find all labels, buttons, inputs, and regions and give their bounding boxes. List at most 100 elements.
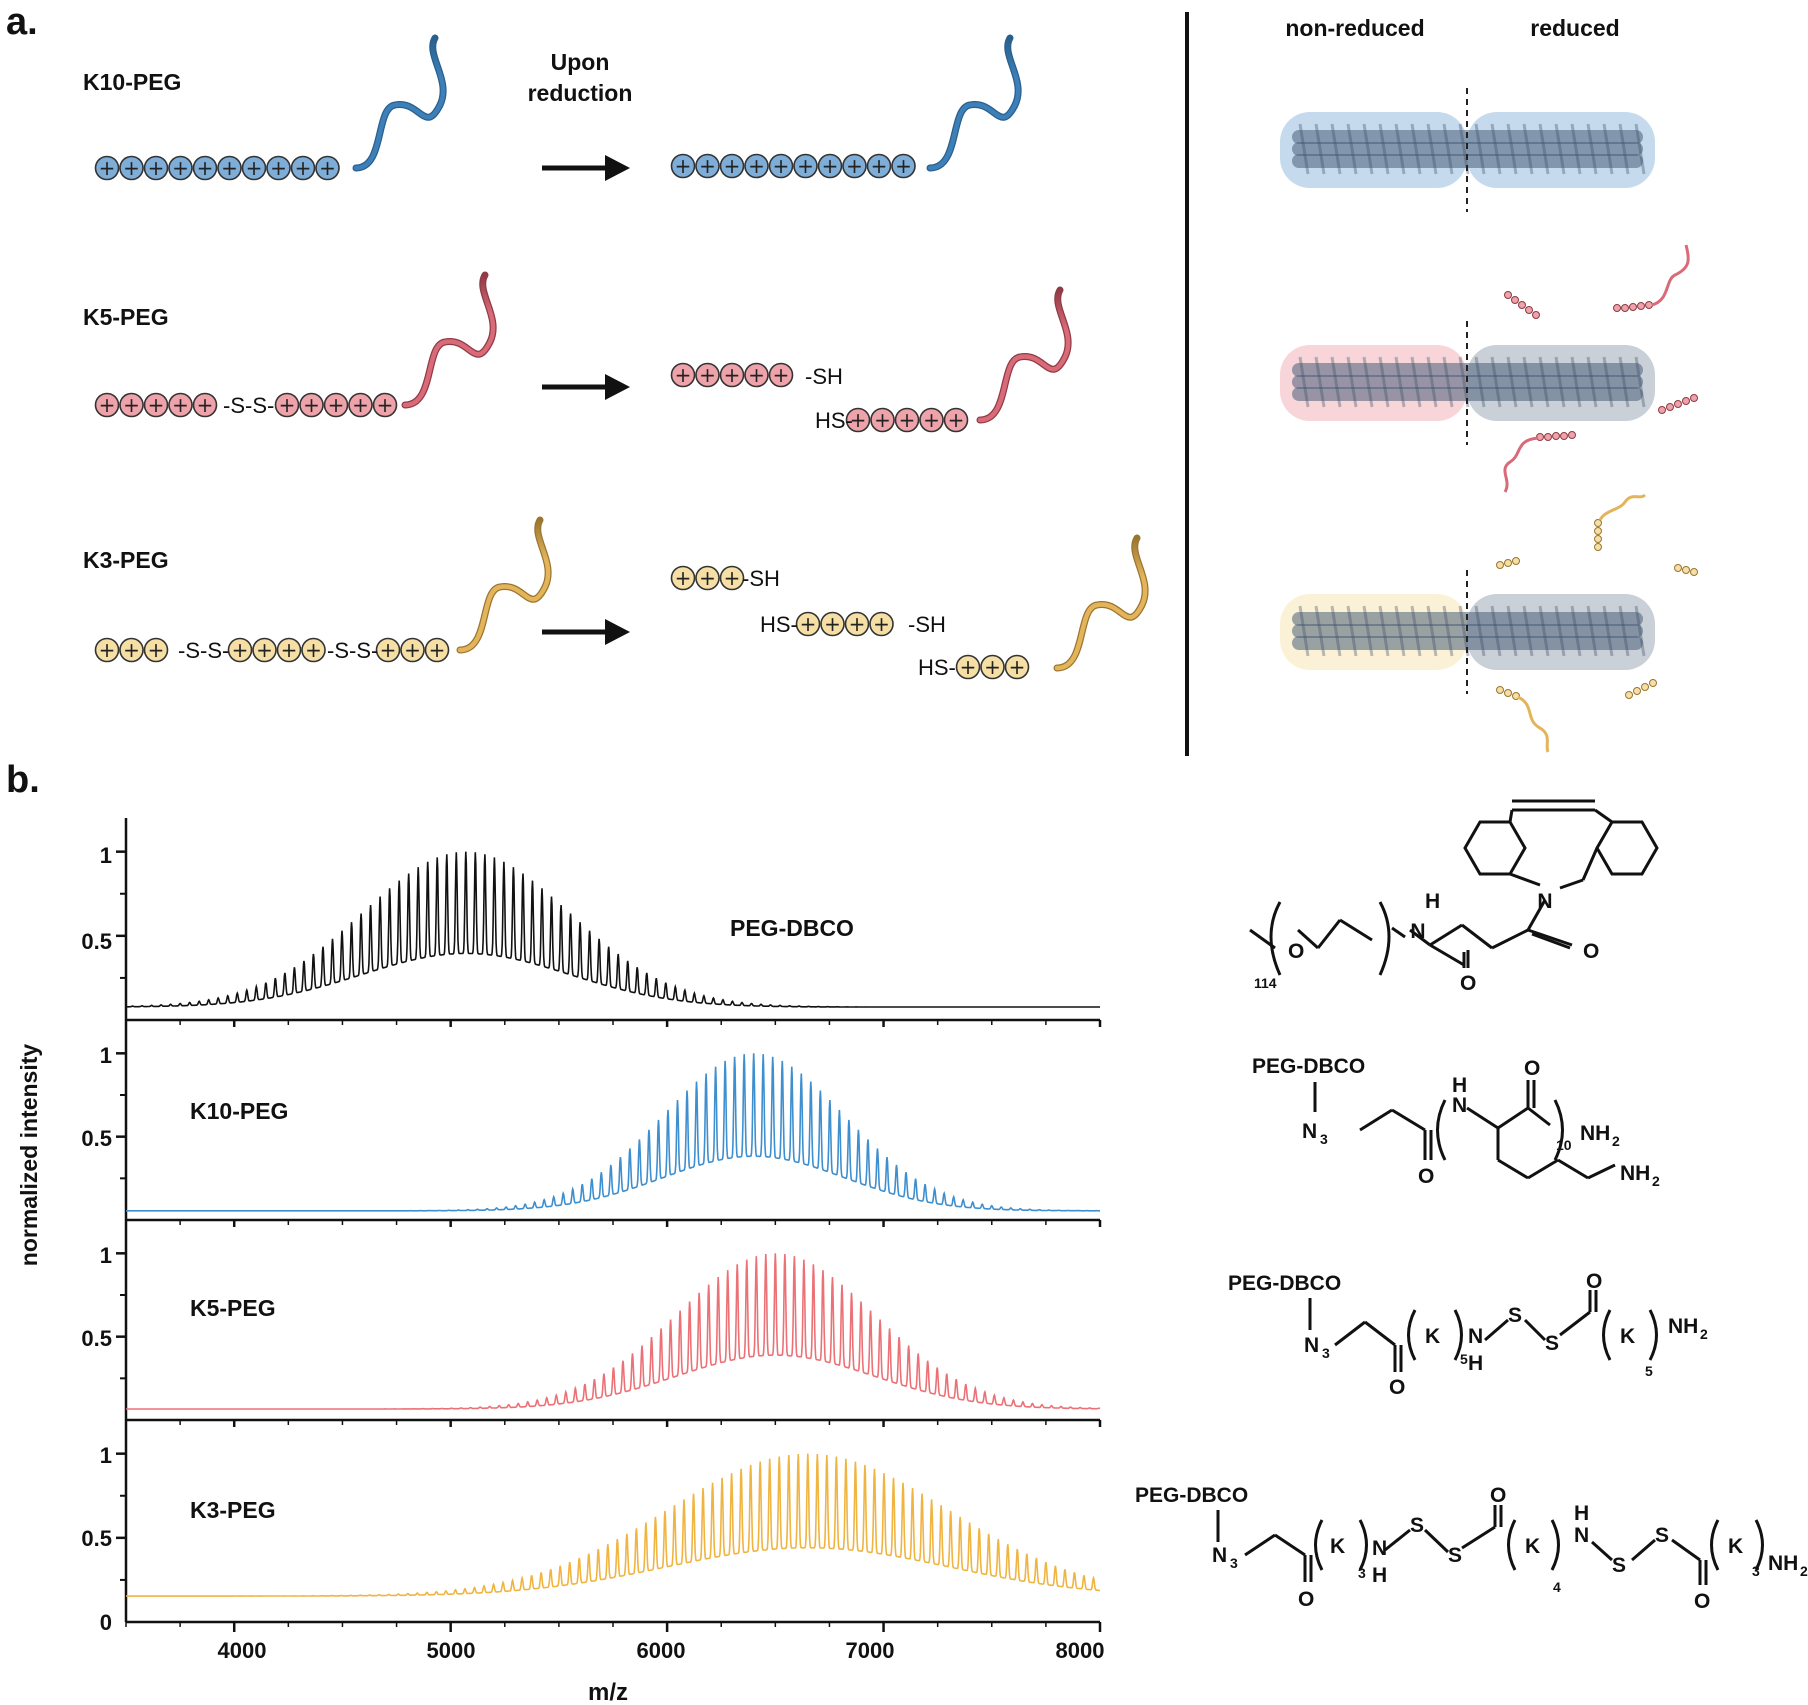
x-tick-7000: 7000 [846,1638,895,1663]
micelle-k5 [1280,321,1655,445]
x-tick-labels: 4000 5000 6000 7000 8000 [218,1638,1105,1663]
charge-plus: + [773,154,790,178]
peg-tails [352,34,1149,672]
series-label-k5: K5-PEG [190,1295,276,1321]
k3-s3: S [1612,1554,1626,1577]
panel-b-label: b. [6,759,40,801]
disulfide-k5: -S-S- [223,393,274,418]
lysine-bead [817,153,843,179]
svg-text:4: 4 [1553,1579,1561,1595]
lysine-bead [276,637,302,663]
k10-o2: O [1524,1057,1540,1080]
chain-k5-a: +++++ [94,392,218,418]
charge-plus: + [221,156,238,180]
charge-plus: + [675,154,692,178]
charge-plus: + [148,393,165,417]
charge-plus: + [319,156,336,180]
charge-plus: + [232,638,249,662]
k10-n: N [1452,1094,1467,1117]
lysine-bead [266,155,291,181]
k5-h: H [1468,1352,1483,1375]
lysine-bead [192,155,218,181]
charge-plus: + [675,566,692,590]
lysine-bead [869,611,894,637]
lysine-bead [943,407,969,433]
lysine-bead [955,654,981,680]
k10-o: O [1418,1165,1434,1188]
lysine-bead [143,392,169,418]
charge-plus: + [281,638,298,662]
spectrum-line [126,1453,1100,1597]
lysine-bead [143,637,169,663]
charge-plus: + [328,393,345,417]
spectrum-line [126,1053,1100,1212]
structure-k3: PEG-DBCO N 3 O K 3 [1135,1484,1808,1613]
y-tick-05-s1: 0.5 [81,929,112,954]
k10-nh2: NH [1580,1122,1610,1145]
lysine-bead [301,637,326,663]
svg-text:2: 2 [1652,1173,1660,1189]
charge-plus: + [724,566,741,590]
charge-plus: + [404,638,421,662]
lysine-bead [842,153,867,179]
y-tick-05-s3: 0.5 [81,1326,112,1351]
k3-o2: O [1490,1484,1506,1507]
charge-plus: + [748,154,765,178]
lysine-bead [670,565,696,591]
chain-k3-a: +++ [94,637,169,663]
k5-n: N [1468,1325,1483,1348]
y-tick-05-s2: 0.5 [81,1126,112,1151]
svg-text:3: 3 [1358,1565,1366,1581]
atom-o: O [1583,940,1599,963]
chain-text: -S-S- -SH HS- -S-S- -S-S- -SH HS- -SH HS… [178,364,956,680]
charge-plus: + [377,393,394,417]
structure-peg-dbco-text: N O O H N O 114 [1254,890,1599,995]
lysine-bead [793,153,818,179]
sh-k3-frag2: -SH [908,612,946,637]
x-axis-label: m/z [588,1679,628,1705]
k10-nh2-side: NH [1620,1162,1650,1185]
k3-h2: H [1574,1502,1589,1525]
charge-plus: + [984,655,1001,679]
k3-nh2: NH [1768,1552,1798,1575]
lysine-bead [375,637,401,663]
svg-text:3: 3 [1322,1345,1330,1361]
y-tick-1-s4: 1 [100,1443,112,1468]
k5-n3: N [1304,1334,1319,1357]
charge-plus: + [123,393,140,417]
charge-plus: + [429,638,446,662]
hs-k3-frag2: HS- [760,612,798,637]
charge-plus: + [773,363,790,387]
lysine-bead [372,392,398,418]
lysine-bead [217,155,242,181]
svg-text:2: 2 [1800,1563,1808,1579]
lysine-bead [400,637,425,663]
mass-spectra [116,818,1102,1632]
k5-k1: K [1425,1325,1440,1348]
lysine-bead [845,407,871,433]
structure-k10: PEG-DBCO N 3 O N H O NH 2 10 NH [1252,1055,1660,1189]
lysine-bead [768,362,794,388]
charge-plus: + [256,638,273,662]
lysine-bead [119,392,144,418]
row-label-k10: K10-PEG [83,69,181,95]
svg-text:3: 3 [1320,1131,1328,1147]
structure-peg-dbco [1249,799,1659,976]
panel-a-label: a. [6,1,38,43]
chain-k3-frag3: +++ [955,654,1030,680]
chain-k5-b: +++++ [274,392,398,418]
disulfide-k3-b: -S-S- [327,638,378,663]
lysine-bead [820,611,845,637]
chain-k5-frag1: +++++ [670,362,794,388]
lysine-bead [290,155,316,181]
charge-plus: + [724,154,741,178]
lysine-bead [252,637,277,663]
hs-k3-frag3: HS- [918,655,956,680]
chain-k3-c: +++ [375,637,450,663]
lysine-bead [719,565,745,591]
x-tick-5000: 5000 [427,1638,476,1663]
k3-h1: H [1372,1564,1387,1587]
free-fragments [1496,244,1698,753]
lysine-bead [795,611,821,637]
charge-plus: + [699,363,716,387]
